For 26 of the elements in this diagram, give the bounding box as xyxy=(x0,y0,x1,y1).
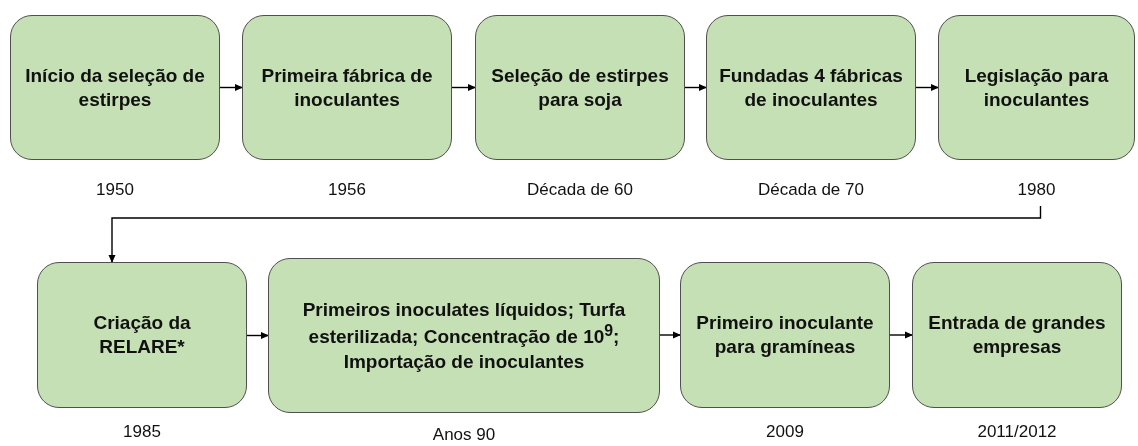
date-label: 1980 xyxy=(1016,180,1057,200)
date-label: 2011/2012 xyxy=(976,422,1058,442)
date-label: Década de 60 xyxy=(526,180,634,200)
arrow xyxy=(219,84,243,91)
arrow xyxy=(889,331,913,339)
event-text: Fundadas 4 fábricas de inoculantes xyxy=(719,63,903,112)
event-text: Legislação para inoculantes xyxy=(963,63,1110,112)
arrow xyxy=(684,84,707,91)
event-text: Início da seleção de estirpes xyxy=(24,63,206,112)
event-text: Entrada de grandes empresas xyxy=(927,311,1107,359)
arrow xyxy=(246,332,269,339)
date-label: Anos 90 xyxy=(431,425,497,445)
event-text: Criação da RELARE* xyxy=(92,311,192,359)
arrow xyxy=(915,84,939,91)
date-label: Década de 70 xyxy=(757,180,865,200)
arrow xyxy=(108,205,1042,263)
arrow xyxy=(659,331,681,339)
date-label: 2009 xyxy=(765,422,805,442)
event-text: Primeiros inoculates líquidos; Turfa esterilizada; Concentração de 10$^{9}$; Importação de inoculantes xyxy=(301,297,627,374)
date-label: 1950 xyxy=(95,180,135,200)
event-text: Primeiro inoculante para gramíneas xyxy=(695,311,875,359)
event-text: Seleção de estirpes para soja xyxy=(490,63,670,112)
date-label: 1956 xyxy=(327,180,367,200)
date-label: 1985 xyxy=(122,422,162,442)
arrow xyxy=(451,84,476,91)
event-text: Primeira fábrica de inoculantes xyxy=(260,63,434,112)
